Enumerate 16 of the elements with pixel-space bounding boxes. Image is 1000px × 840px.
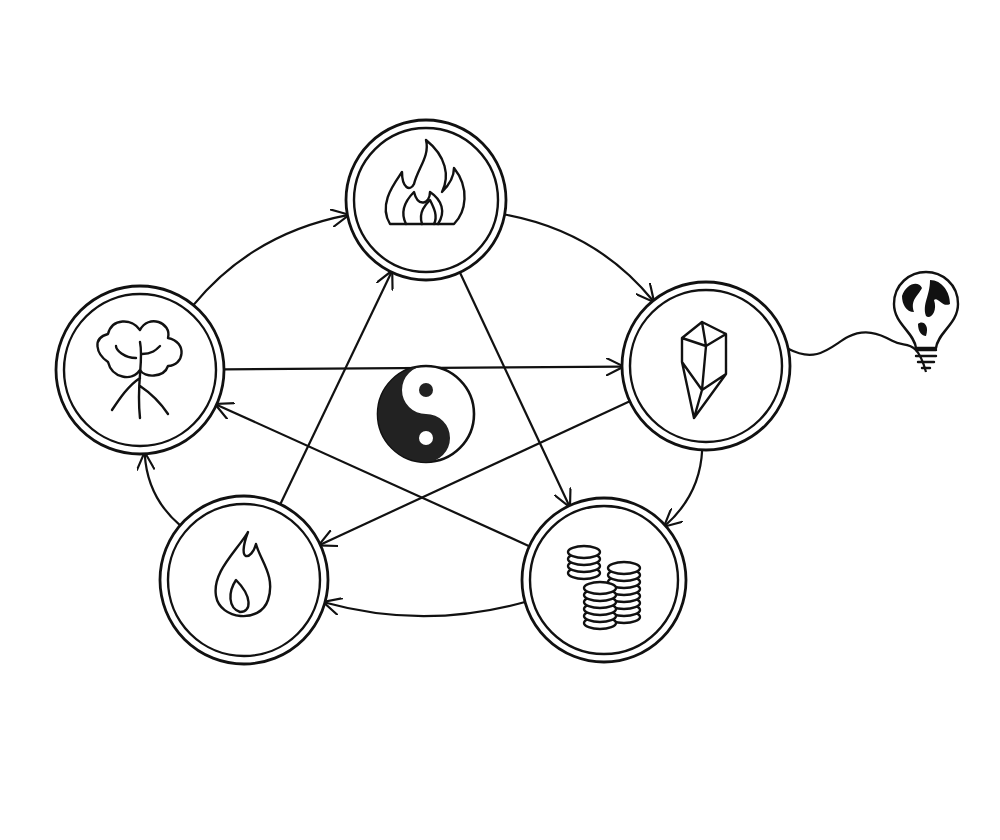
arrow: [136, 451, 181, 527]
connector-line: [787, 331, 928, 373]
arrow: [279, 269, 394, 505]
arrow: [504, 213, 656, 304]
arrow: [317, 400, 631, 548]
element-circle: [620, 280, 792, 452]
element-circle: [520, 496, 688, 664]
arrow: [192, 208, 351, 306]
arrow: [458, 272, 572, 509]
arrow: [322, 596, 526, 618]
arrow: [224, 356, 625, 377]
element-circle: [158, 494, 330, 666]
element-circle: [54, 284, 226, 456]
arrow: [662, 449, 704, 528]
element-circle: [344, 118, 508, 282]
arrow: [213, 402, 530, 548]
